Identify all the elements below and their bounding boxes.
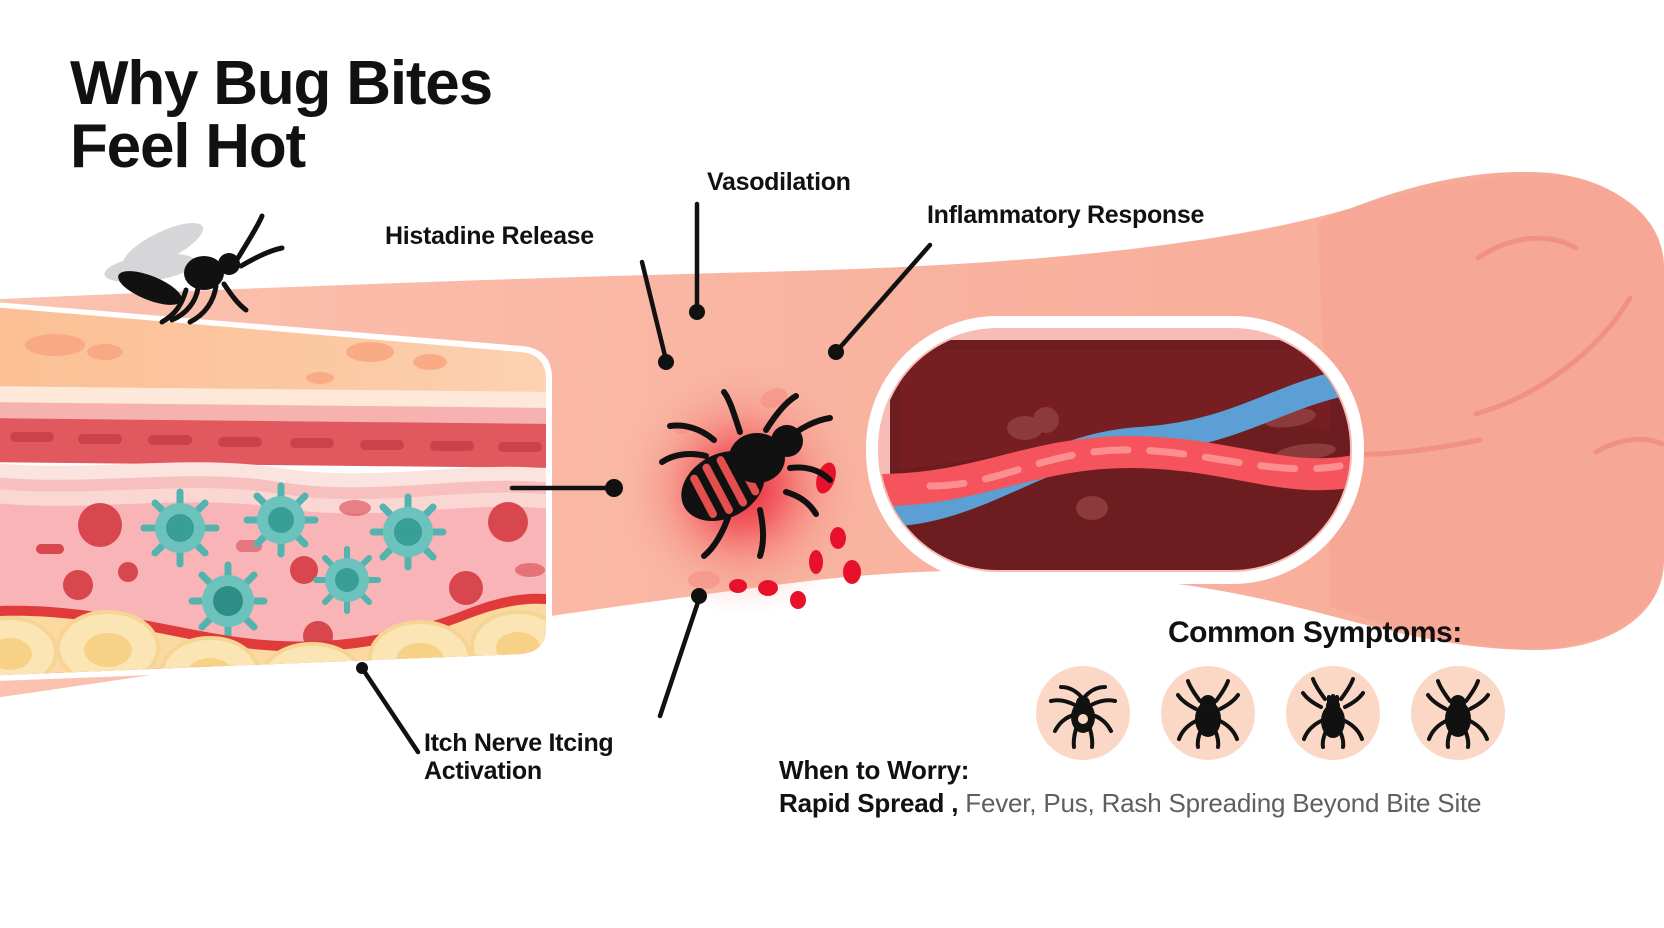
tick-striped-icon (1301, 677, 1365, 749)
callout-leader-dots (356, 304, 844, 674)
page-title: Why Bug Bites Feel Hot (70, 49, 493, 182)
when-to-worry-title: When to Worry: (779, 755, 970, 785)
blood-vessel-cutaway (866, 316, 1364, 584)
bedbug-head (771, 425, 803, 457)
skin-cross-section (0, 302, 552, 681)
tick-icon-4 (1411, 666, 1505, 760)
tick-icon-3 (1286, 666, 1380, 760)
warning-emphasis: Rapid Spread , (779, 788, 959, 818)
epidermis-spots (25, 334, 447, 384)
mosquito-legs (159, 213, 285, 325)
bedbug-stripes (690, 452, 760, 518)
plasma-cells (1007, 407, 1336, 520)
symptom-icon-row (1036, 666, 1505, 760)
mosquito-icon (104, 213, 285, 325)
dermis-dashes (10, 432, 542, 452)
tick-solid-icon (1176, 679, 1240, 749)
bite-spots (673, 388, 788, 589)
callout-vasodilation: Vasodilation (707, 168, 851, 196)
red-blood-cells (36, 500, 545, 651)
tick-icon-1 (1036, 666, 1130, 760)
callout-itch-nerve-activation: Itch Nerve Itcing Activation (424, 729, 614, 785)
immune-cells (140, 482, 447, 641)
bedbug-thorax (729, 433, 785, 483)
mosquito-body (118, 253, 240, 305)
warning-detail: Fever, Pus, Rash Spreading Beyond Bite S… (958, 788, 1482, 818)
common-symptoms-title: Common Symptoms: (1168, 616, 1462, 649)
tick-spiky-icon (1049, 685, 1117, 749)
tick-solid-icon-2 (1426, 679, 1490, 749)
tick-icon-2 (1161, 666, 1255, 760)
bite-site (614, 360, 870, 616)
callout-inflammatory-response: Inflammatory Response (927, 201, 1205, 229)
artery-highlight (926, 446, 1344, 490)
when-to-worry-details: Rapid Spread , Fever, Pus, Rash Spreadin… (779, 788, 1482, 819)
callout-histamine-release: Histadine Release (385, 222, 594, 250)
callout-leader-lines (359, 201, 933, 755)
bedbug-icon (659, 389, 833, 559)
